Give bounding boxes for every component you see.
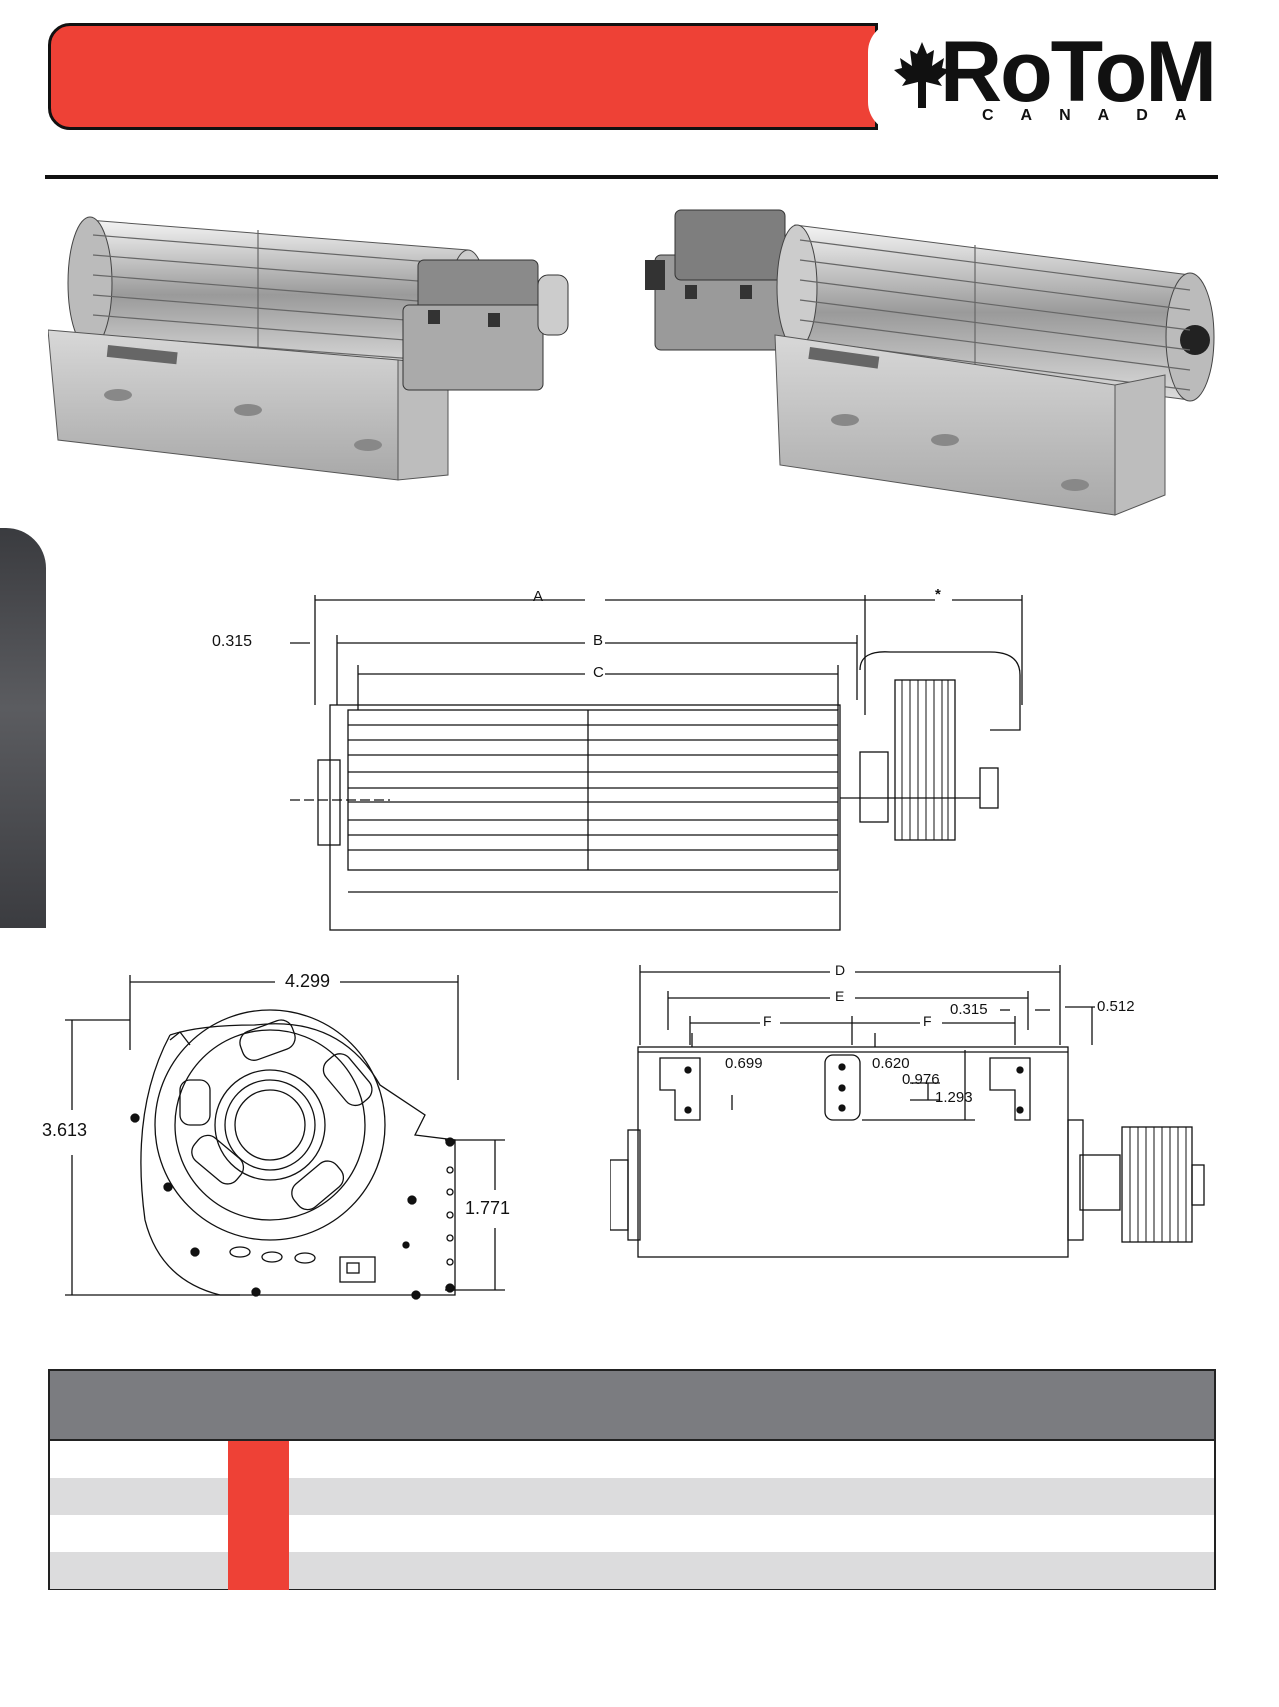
dim-C-label: C bbox=[593, 664, 604, 681]
dim-height-label: 3.613 bbox=[42, 1120, 88, 1140]
table-row bbox=[50, 1552, 1214, 1589]
drawing-bottom-view: D E F F 0.315 0.512 0.699 0.620 0.976 1.… bbox=[609, 955, 1240, 1315]
dim-hole-label: 1.771 bbox=[465, 1198, 511, 1218]
blower-photo-right bbox=[645, 195, 1225, 525]
dim-D-label: D bbox=[835, 962, 846, 978]
brand-logo: RoToM bbox=[940, 24, 1217, 120]
blower-photo-left bbox=[47, 195, 608, 495]
table-header bbox=[50, 1371, 1214, 1441]
drawing-top-view: A * B C 0.315 bbox=[212, 580, 1030, 960]
dim-0620-label: 0.620 bbox=[872, 1055, 910, 1072]
table-row bbox=[50, 1515, 1214, 1552]
highlight-column bbox=[228, 1441, 289, 1590]
dim-0315-label: 0.315 bbox=[212, 633, 253, 650]
header-divider bbox=[45, 175, 1218, 179]
spec-table bbox=[48, 1369, 1216, 1590]
side-tab bbox=[0, 528, 46, 928]
dim-1293-label: 1.293 bbox=[935, 1089, 973, 1106]
title-banner bbox=[48, 23, 878, 130]
dim-E-label: E bbox=[835, 988, 845, 1004]
dim-B-label: B bbox=[593, 632, 604, 649]
dim-0512-label: 0.512 bbox=[1097, 998, 1135, 1015]
dim-width-label: 4.299 bbox=[285, 971, 331, 991]
table-row bbox=[50, 1441, 1214, 1478]
dim-star-label: * bbox=[935, 586, 941, 603]
dim-F1-label: F bbox=[763, 1013, 772, 1029]
dim-F2-label: F bbox=[923, 1013, 932, 1029]
maple-leaf-icon bbox=[892, 40, 952, 115]
dim-0976-label: 0.976 bbox=[902, 1071, 940, 1088]
dim-0315b-label: 0.315 bbox=[950, 1001, 988, 1018]
drawing-side-view: 4.299 3.613 1.771 bbox=[40, 970, 510, 1315]
dim-0699-label: 0.699 bbox=[725, 1055, 763, 1072]
dim-A-label: A bbox=[533, 588, 544, 605]
brand-subtitle: CANADA bbox=[982, 107, 1214, 124]
table-row bbox=[50, 1478, 1214, 1515]
